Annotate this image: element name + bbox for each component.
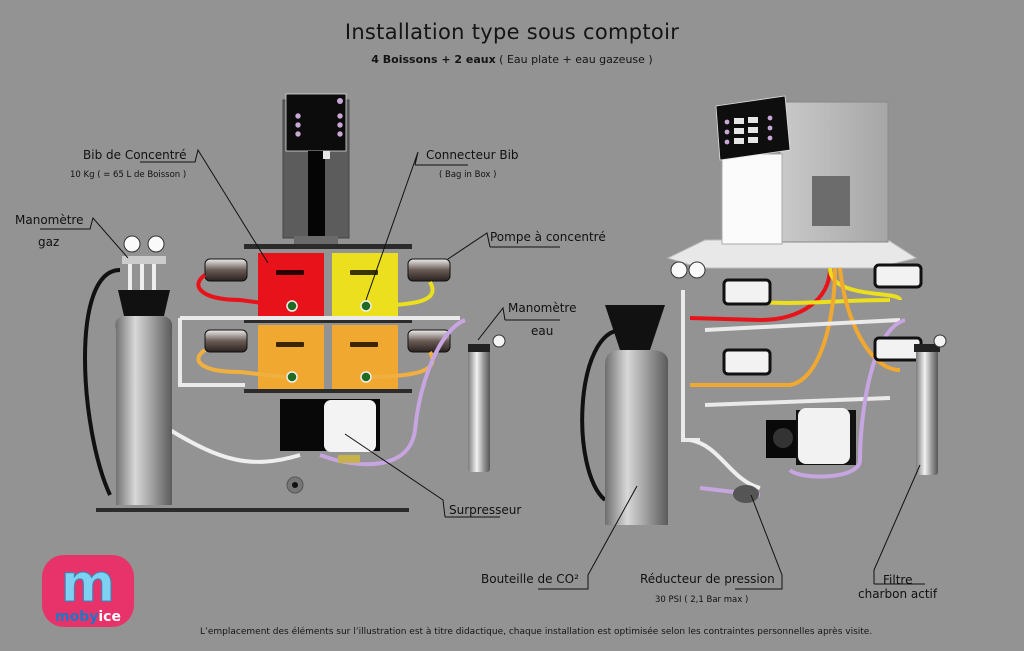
label-bib-concentre: Bib de Concentré (83, 148, 187, 162)
pressure-reducer (733, 485, 759, 503)
carbon-filter-left (468, 334, 506, 472)
subtitle-bold: 4 Boissons + 2 eaux (371, 53, 496, 66)
co2-bottle-right (605, 261, 706, 525)
logo-background (42, 555, 134, 627)
dispenser-machine-front (282, 93, 350, 244)
bib-box-lim (332, 253, 398, 319)
concentrate-pump-right-3 (722, 348, 772, 376)
shelf-bottom (244, 389, 412, 393)
label-reducteur-pression: Réducteur de pression (640, 572, 775, 586)
label-bib-concentre-detail: 10 Kg ( = 65 L de Boisson ) (70, 170, 187, 180)
booster-pump-right (766, 408, 856, 465)
label-filtre-detail: charbon actif (858, 587, 938, 601)
concentrate-pump-right-1 (722, 278, 772, 306)
tube-oran (196, 348, 286, 379)
logo-wordmark: mobyice (55, 609, 121, 625)
mobyice-logo: m mobyice (32, 551, 144, 631)
tube-lim-right (759, 267, 902, 305)
subtitle-detail: ( Eau plate + eau gazeuse ) (495, 53, 653, 66)
label-reducteur-pression-detail: 30 PSI ( 2,1 Bar max ) (655, 595, 749, 605)
tube-cola-right (689, 267, 832, 323)
label-manometre-eau: Manomètre (508, 301, 577, 315)
tube-oran-right (690, 267, 837, 387)
label-connecteur-bib: Connecteur Bib (426, 148, 519, 162)
shelf-middle (244, 319, 412, 323)
dispenser-machine-iso (715, 95, 889, 245)
page-subtitle: 4 Boissons + 2 eaux ( Eau plate + eau ga… (0, 53, 1024, 66)
label-manometre-gaz-detail: gaz (38, 235, 60, 249)
label-manometre-eau-detail: eau (531, 324, 554, 338)
carbon-filter-right (914, 334, 947, 475)
co2-bottle-left (115, 235, 173, 505)
tube-tropi-right (838, 267, 901, 372)
tube-lim (371, 281, 435, 308)
gas-hose (83, 268, 121, 496)
label-manometre-gaz: Manomètre (15, 213, 84, 227)
label-filtre: Filtre (883, 573, 913, 587)
concentrate-pump-2 (407, 258, 451, 282)
label-surpresseur: Surpresseur (449, 503, 522, 517)
floor-line (96, 508, 409, 512)
shelf-top (244, 244, 412, 249)
label-bouteille-co2: Bouteille de CO² (481, 572, 579, 586)
leader-lines-left (40, 148, 560, 518)
water-line-right (681, 290, 901, 442)
label-connecteur-bib-detail: ( Bag in Box ) (439, 170, 497, 180)
label-pompe-concentre: Pompe à concentré (490, 230, 606, 244)
bib-box-tropi (332, 325, 398, 389)
footer-disclaimer: L’emplacement des éléments sur l’illustr… (200, 627, 873, 637)
concentrate-pump-3 (204, 329, 248, 353)
tube-cola (196, 273, 286, 308)
tube-sparkling-water (319, 318, 466, 467)
tube-water-in-right (689, 438, 761, 490)
page-title: Installation type sous comptoir (344, 20, 680, 44)
left-installation (40, 93, 560, 518)
tube-water-in (168, 428, 301, 464)
logo-letter: m (61, 554, 115, 614)
right-installation (538, 95, 947, 590)
bib-box-oran (258, 325, 324, 389)
booster-pump-left (280, 399, 380, 494)
bib-box-cola (258, 253, 324, 319)
leader-lines-right (538, 464, 925, 590)
concentrate-pump-1 (204, 258, 248, 282)
water-line (178, 316, 460, 387)
concentrate-pump-right-2 (873, 263, 923, 289)
gas-hose-right (580, 328, 623, 502)
